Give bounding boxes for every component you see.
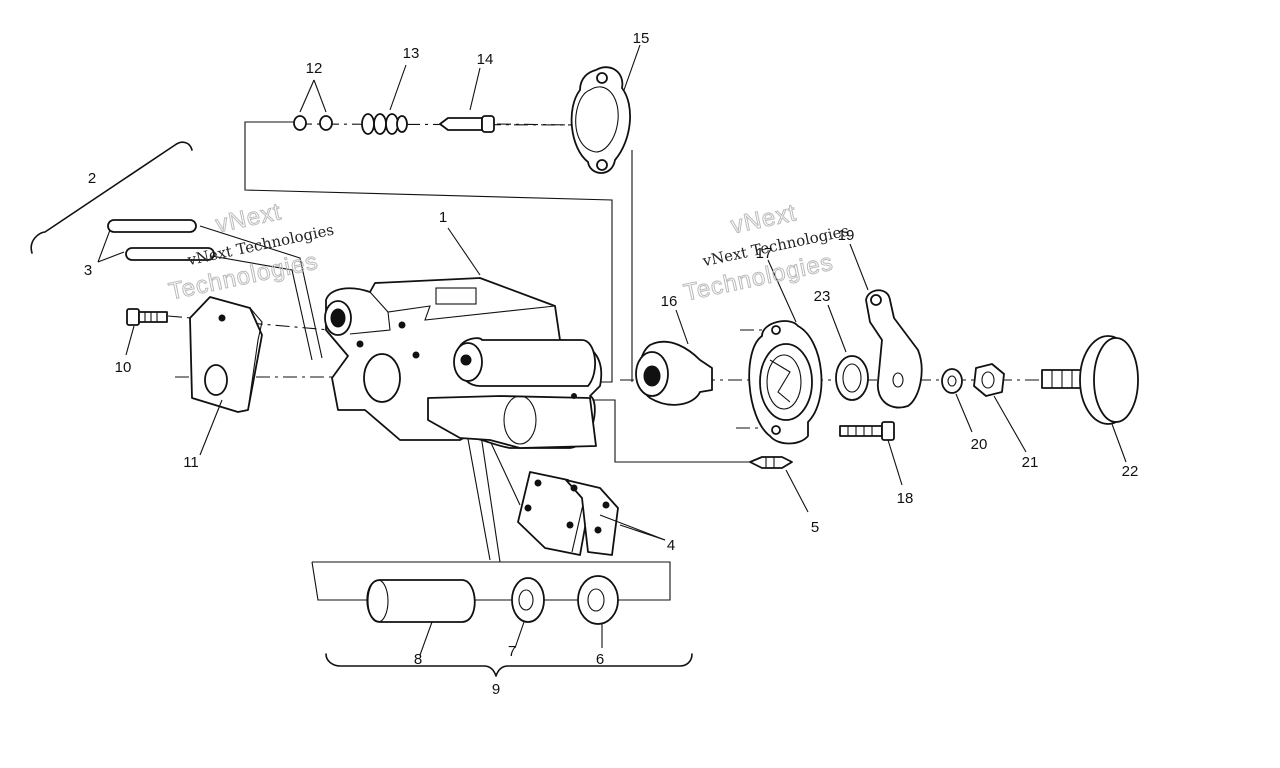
callout-2: 2	[88, 170, 96, 187]
gasket-part-15	[570, 44, 641, 174]
spring-part-13	[361, 64, 408, 135]
callout-10: 10	[115, 359, 132, 376]
callout-13: 13	[403, 45, 420, 62]
callout-14: 14	[477, 51, 494, 68]
bolt-part-10	[125, 308, 168, 356]
washer-part-23	[827, 304, 869, 401]
housing-part-17	[748, 259, 823, 445]
arm-part-19	[849, 243, 923, 409]
callout-7: 7	[508, 643, 516, 660]
callout-12: 12	[306, 60, 323, 77]
callout-22: 22	[1122, 463, 1139, 480]
callout-6: 6	[596, 651, 604, 668]
caliper-body-part-1	[324, 227, 603, 449]
callout-21: 21	[1022, 454, 1039, 471]
callout-8: 8	[414, 651, 422, 668]
watermark: vNext vNext Technologies Technologies	[166, 198, 336, 306]
callout-19: 19	[838, 227, 855, 244]
callout-15: 15	[633, 30, 650, 47]
guide-lines	[167, 121, 1070, 601]
seal-part-6	[577, 575, 619, 648]
brake-pads-part-4	[517, 471, 666, 556]
callout-1: 1	[439, 209, 447, 226]
callouts: 1 2 3 4 5 6 7 8 9 10 11 12 13 14 15 16 1…	[84, 30, 1139, 698]
callout-3: 3	[84, 262, 92, 279]
callout-11: 11	[183, 454, 199, 471]
callout-18: 18	[897, 490, 914, 507]
callout-20: 20	[971, 436, 988, 453]
piston-part-8	[366, 579, 476, 656]
callout-9: 9	[492, 681, 500, 698]
bleeder-part-5	[749, 456, 809, 513]
o-rings-part-12	[293, 79, 333, 131]
bracket-part-9	[325, 653, 693, 677]
callout-23: 23	[814, 288, 831, 305]
bolt-part-22	[1041, 335, 1139, 463]
bolt-part-18	[839, 421, 903, 486]
cup-part-16	[635, 309, 713, 406]
callout-4: 4	[667, 537, 675, 554]
callout-17: 17	[756, 245, 773, 262]
seal-part-7	[511, 577, 545, 649]
pin-part-14	[439, 67, 495, 133]
callout-16: 16	[661, 293, 678, 310]
washer-part-20	[941, 368, 973, 433]
callout-5: 5	[811, 519, 819, 536]
nut-part-21	[973, 363, 1027, 453]
pins-part-3	[30, 141, 215, 263]
plate-part-11	[189, 296, 263, 456]
